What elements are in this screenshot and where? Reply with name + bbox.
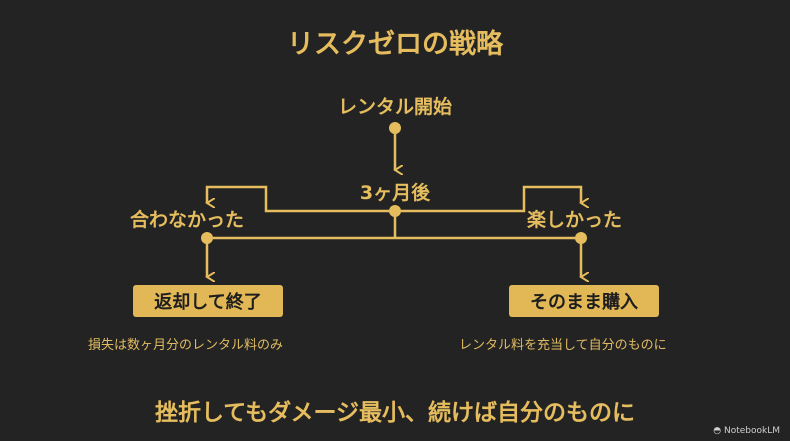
to-right-label-arrow <box>395 185 581 213</box>
summary-text: 挫折してもダメージ最小、続けば自分のものに <box>154 400 635 426</box>
left-outcome-note: 損失は数ヶ月分のレンタル料のみ <box>88 338 284 353</box>
left-dot <box>201 232 213 244</box>
right-outcome-note: レンタル料を充当して自分のものに <box>459 338 667 353</box>
checkpoint-dot <box>389 205 401 217</box>
start-dot <box>389 122 401 134</box>
right-dot <box>575 232 587 244</box>
slide-title: リスクゼロの戦略 <box>287 29 503 60</box>
return-outcome-box: 返却して終了 <box>133 285 283 317</box>
purchase-outcome-box: そのまま購入 <box>509 285 659 317</box>
to-left-label-arrow <box>207 185 395 213</box>
start-node-label: レンタル開始 <box>337 96 452 118</box>
right-branch-label: 楽しかった <box>527 209 623 231</box>
brand-watermark: ◓ NotebookLM <box>713 426 780 436</box>
left-branch-label: 合わなかった <box>130 209 245 231</box>
checkpoint-label: 3ヶ月後 <box>359 182 431 204</box>
notebooklm-logo-icon: ◓ <box>713 426 724 436</box>
brand-name: NotebookLM <box>723 426 780 436</box>
